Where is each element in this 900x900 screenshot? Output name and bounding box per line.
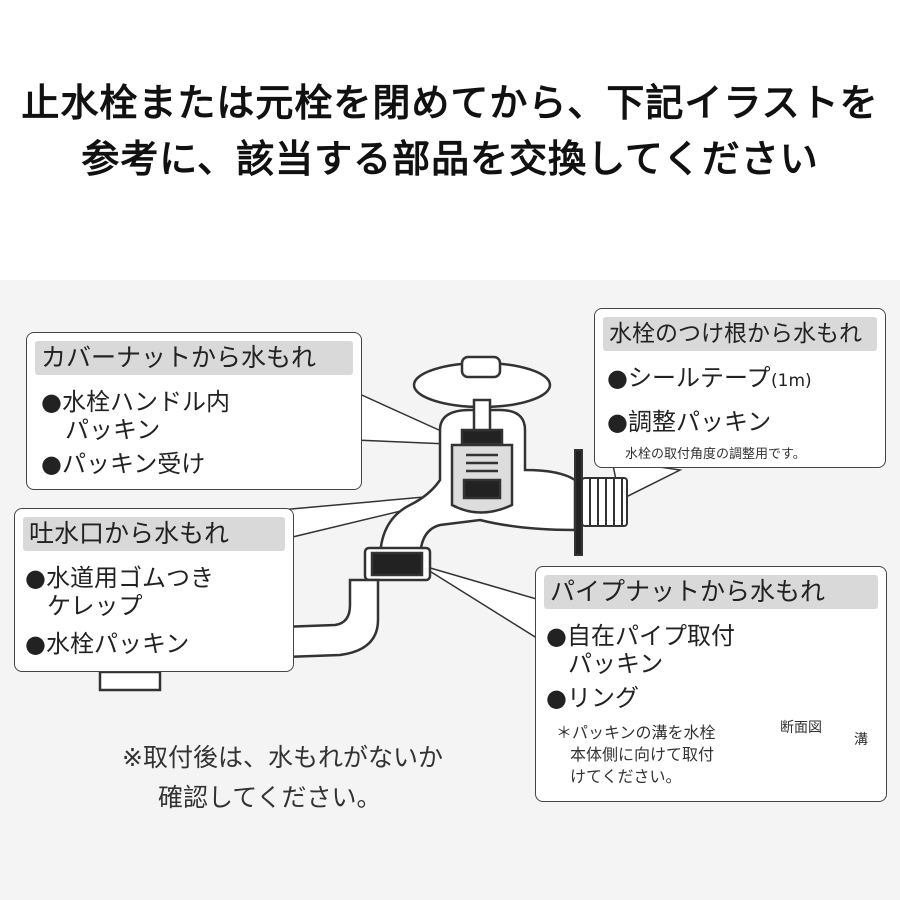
item-faucet-packing: ●水栓パッキン (25, 630, 190, 658)
groove-label: 溝 (854, 732, 868, 748)
item-handle-packing: ●水栓ハンドル内 (41, 388, 230, 416)
leader-pipe-nut (419, 564, 541, 642)
faucet-handle (412, 355, 552, 432)
item-pipe-packing-cont: パッキン (568, 650, 664, 678)
callout-pipe-nut: パイプナットから水もれ ●自在パイプ取付 パッキン ●リング ＊パッキンの溝を水… (535, 566, 887, 802)
callout-cover-nut-title: カバーナットから水もれ (35, 341, 353, 375)
callout-base-title: 水栓のつけ根から水もれ (603, 317, 877, 351)
warning-line-2: 確認してください。 (158, 783, 382, 812)
pipe-note-2: 本体側に向けて取付 (570, 745, 715, 764)
base-note: 水栓の取付角度の調整用です。 (625, 447, 806, 462)
warning-note: ※取付後は、水もれがないか 確認してください。 (122, 738, 443, 818)
item-adjust-packing: ●調整パッキン (607, 408, 772, 436)
faucet-body (378, 408, 577, 562)
item-handle-packing-cont: パッキン (65, 416, 161, 444)
item-pipe-packing: ●自在パイプ取付 (546, 622, 735, 650)
callout-base: 水栓のつけ根から水もれ ●シールテープ (1m) ●調整パッキン 水栓の取付角度… (594, 308, 886, 468)
item-packing-receiver: ●パッキン受け (41, 450, 206, 478)
pipe-note-3: けてください。 (570, 767, 682, 786)
pipe-note-1: ＊パッキンの溝を水栓 (556, 723, 716, 742)
item-rubber-kerep-cont: ケレップ (47, 592, 143, 620)
callout-spout: 吐水口から水もれ ●水道用ゴムつき ケレップ ●水栓パッキン (14, 508, 294, 672)
heading-line-1: 止水栓または元栓を閉めてから、下記イラストを (21, 81, 879, 125)
callout-spout-title: 吐水口から水もれ (23, 517, 285, 551)
item-ring: ●リング (546, 684, 639, 712)
warning-line-1: ※取付後は、水もれがないか (122, 743, 443, 772)
item-seal-tape: ●シールテープ (607, 364, 771, 392)
heading-line-2: 参考に、該当する部品を交換してください (81, 137, 819, 181)
item-seal-tape-length: (1m) (771, 371, 812, 391)
item-rubber-kerep: ●水道用ゴムつき (25, 564, 214, 592)
callout-pipe-nut-title: パイプナットから水もれ (544, 575, 878, 609)
callout-cover-nut: カバーナットから水もれ ●水栓ハンドル内 パッキン ●パッキン受け (26, 332, 362, 490)
section-label: 断面図 (780, 720, 822, 736)
